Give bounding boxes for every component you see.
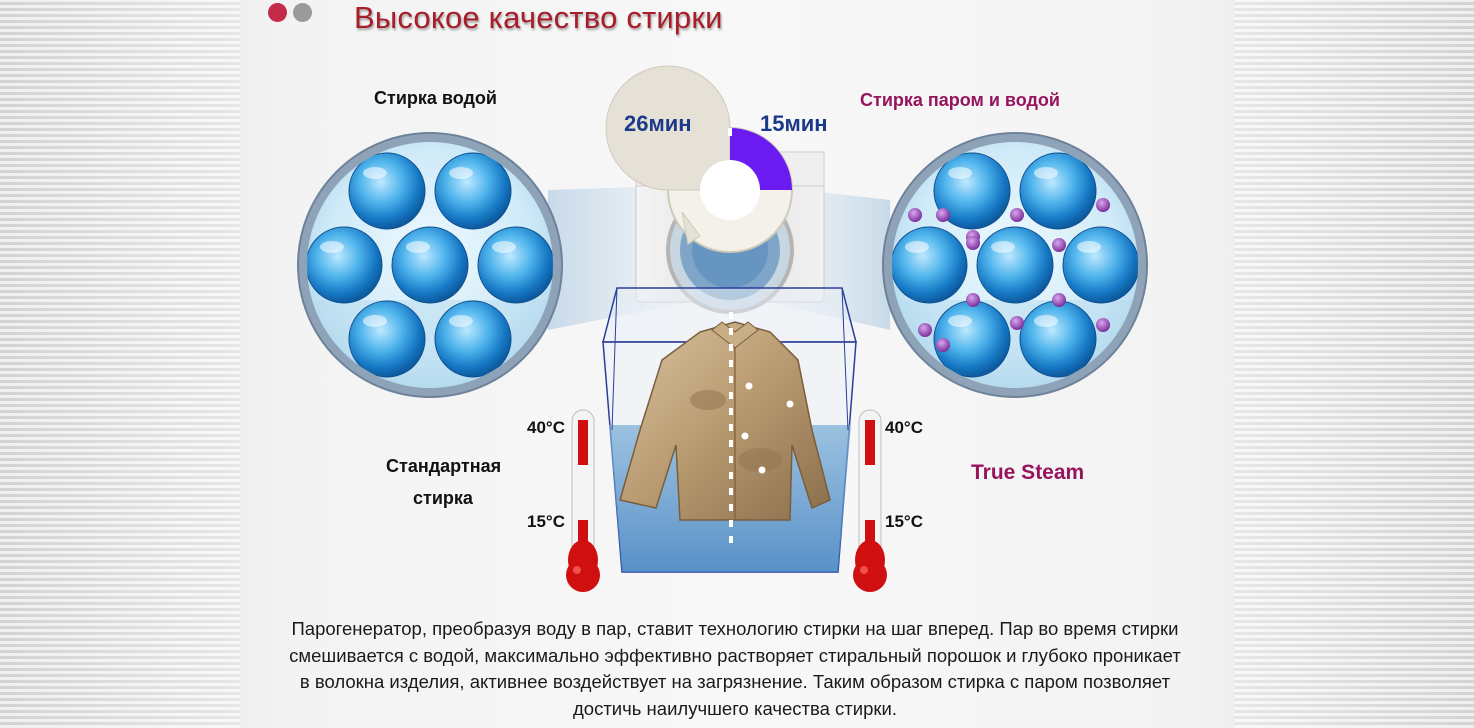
steam-particle-icon [1096,318,1110,332]
red-dot-icon [268,3,287,22]
water-wash-heading: Стирка водой [374,88,497,108]
background-stripes-right [1234,0,1474,728]
thermometer-icon [566,409,600,592]
description-line: смешивается с водой, максимально эффекти… [289,644,1181,666]
right-temp-high: 40°C [885,418,923,437]
bubble-highlight [363,167,387,179]
water-bubble-icon [307,226,383,304]
bubble-highlight [449,167,473,179]
description-line: в волокна изделия, активнее воздействует… [299,671,1171,692]
steam-wash-heading: Стирка паром и водой [860,90,1060,110]
water-bubble-icon [892,226,968,304]
steam-path [729,312,794,548]
steam-particle-icon [1010,316,1024,330]
water-bubble-icon [1019,300,1097,378]
left-temp-high: 40°C [527,418,565,437]
bubble-highlight [1077,241,1101,253]
bubble-highlight [948,315,972,327]
water-bubble-icon [434,300,512,378]
standard-time-label: 26мин [624,111,692,136]
timer-dial [605,65,793,253]
steam-particle-icon [1052,238,1066,252]
water-bubble-icon [348,152,426,230]
water-bubble-icon [1019,152,1097,230]
steam-time-label: 15мин [760,111,828,136]
right-temp-low: 15°C [885,512,923,531]
bubble-highlight [1034,315,1058,327]
bubble-highlight [320,241,344,253]
description-line: Парогенератор, преобразуя воду в пар, ст… [291,618,1179,639]
steam-particle-icon [1096,198,1110,212]
page-title: Высокое качество стирки [354,0,723,35]
true-steam-label: True Steam [971,461,1085,484]
bubble-highlight [363,315,387,327]
bubble-highlight [1034,167,1058,179]
water-wash-lens [297,132,563,398]
steam-particle-icon [936,338,950,352]
water-bubble-icon [348,300,426,378]
left-temp-low: 15°C [527,512,565,531]
water-bubble-icon [477,226,553,304]
steam-particle-icon [1010,208,1024,222]
thermometer-icon [853,409,887,592]
water-bubble-icon [1062,226,1138,304]
shirt-icon [619,321,831,521]
steam-particle-icon [918,323,932,337]
description-text: Парогенератор, преобразуя воду в пар, ст… [180,616,1290,722]
standard-wash-caption-line1: Стандартная [386,456,502,476]
bubble-highlight [406,241,430,253]
gray-dot-icon [293,3,312,22]
steam-particle-icon [908,208,922,222]
standard-wash-caption-line2: стирка [413,488,473,508]
steam-wash-lens [882,132,1148,398]
bubble-highlight [449,315,473,327]
steam-particle-icon [936,208,950,222]
water-bubble-icon [391,226,469,304]
bubble-highlight [948,167,972,179]
bubble-highlight [991,241,1015,253]
steam-particle-icon [1052,293,1066,307]
steam-particle-icon [966,293,980,307]
background-stripes-left [0,0,240,728]
bubble-highlight [492,241,516,253]
steam-particle-icon [966,236,980,250]
water-bubble-icon [434,152,512,230]
description-line: достичь наилучшего качества стирки. [573,697,897,719]
bubble-highlight [905,241,929,253]
water-bubble-icon [976,226,1054,304]
